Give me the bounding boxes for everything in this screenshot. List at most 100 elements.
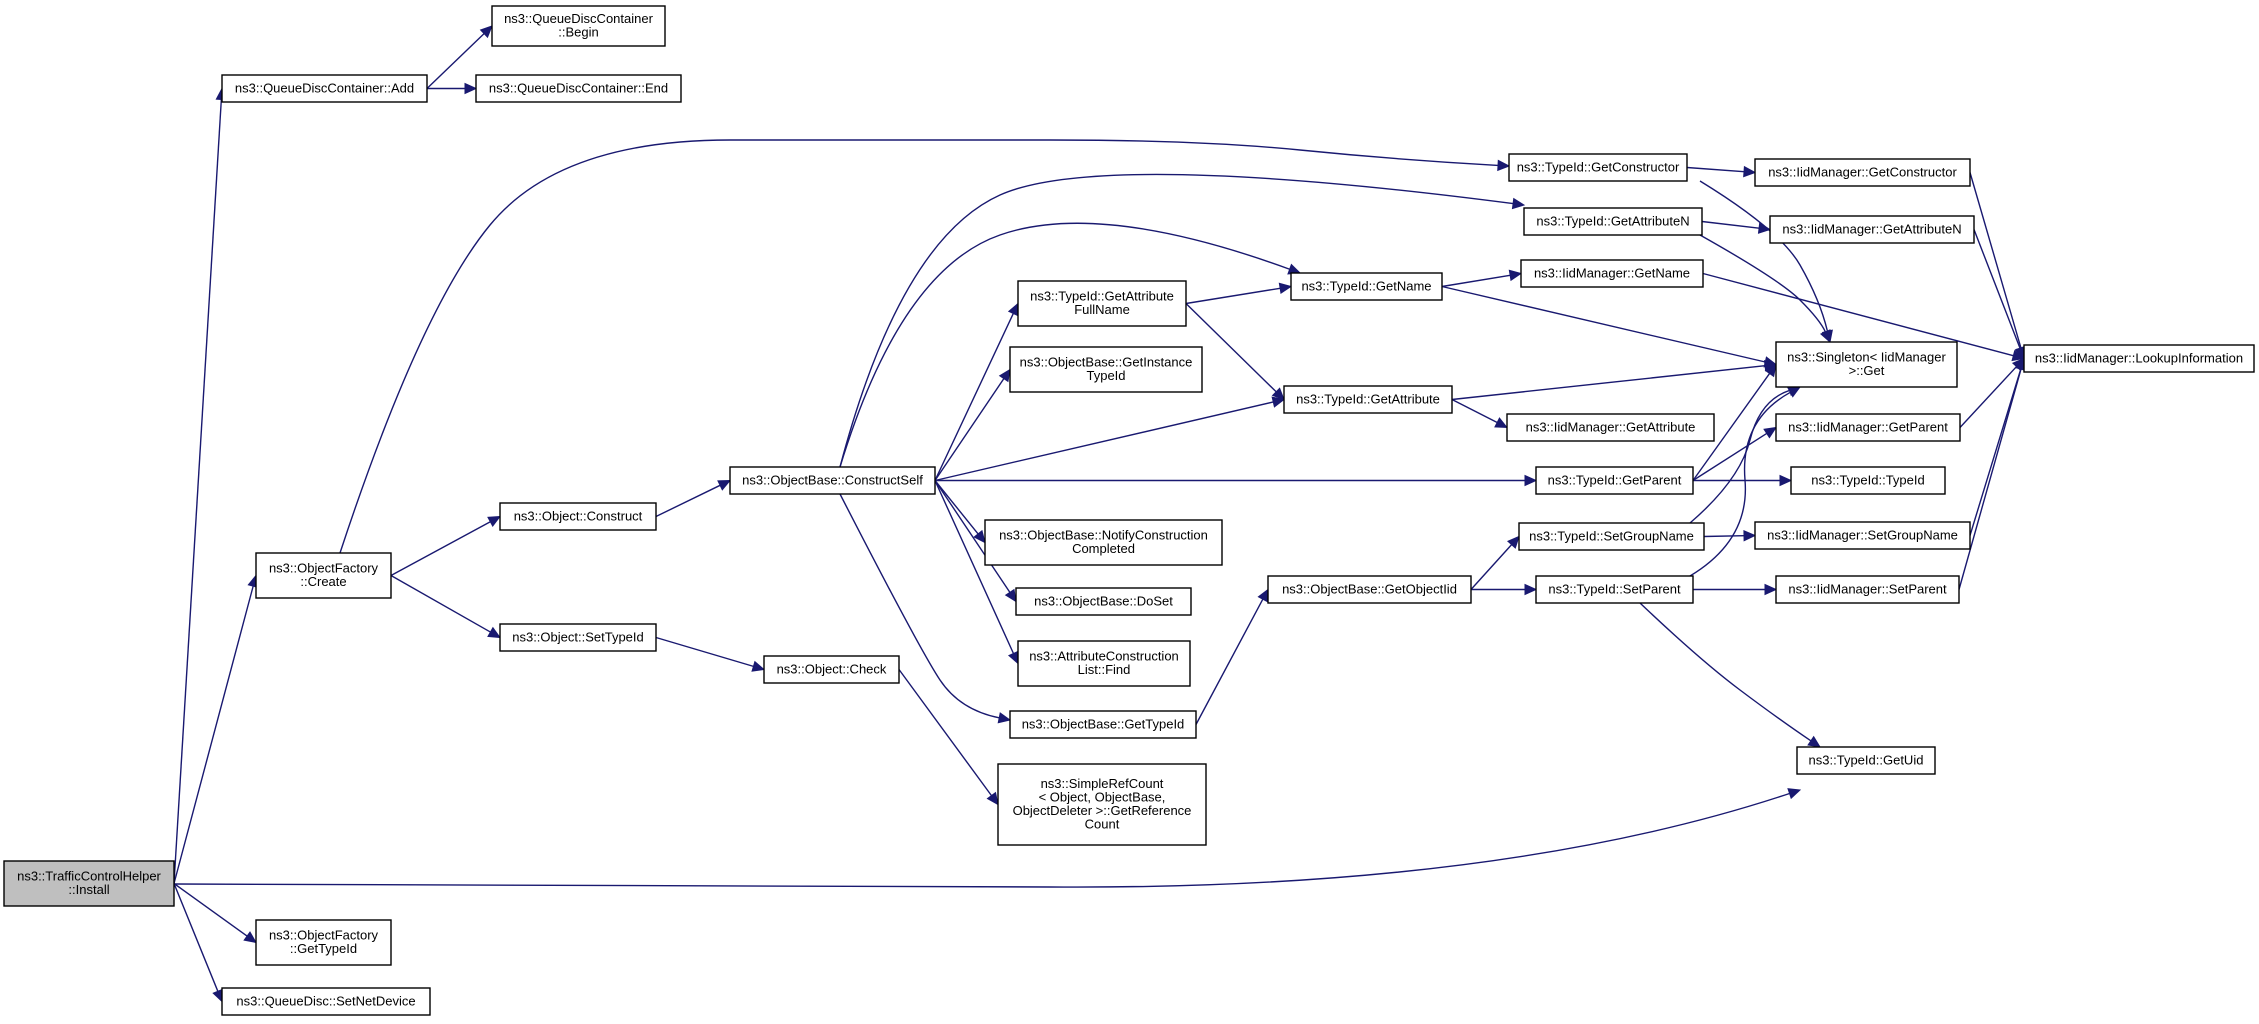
node-iid_getconstructor[interactable]: ns3::IidManager::GetConstructor (1754, 158, 1971, 187)
edge-line (934, 313, 1014, 481)
node-label-line: >::Get (1849, 363, 1885, 378)
node-label-line: ns3::IidManager::LookupInformation (2035, 350, 2243, 365)
node-box (475, 74, 682, 103)
node-src_getrefcount[interactable]: ns3::SimpleRefCount< Object, ObjectBase,… (997, 763, 1207, 846)
node-box (1775, 575, 1960, 604)
node-label-line: ns3::TypeId::GetName (1301, 278, 1431, 293)
node-tid_getuid[interactable]: ns3::TypeId::GetUid (1796, 746, 1936, 775)
edge-arrowhead (1787, 386, 1802, 398)
node-tid_setgroupname[interactable]: ns3::TypeId::SetGroupName (1518, 522, 1705, 551)
edge-ob_constructself-to-tid_getattrfullname (934, 302, 1019, 481)
edge-arrowhead (1271, 396, 1286, 408)
node-box (1015, 587, 1192, 616)
node-of_create[interactable]: ns3::ObjectFactory::Create (255, 552, 392, 599)
node-tid_getattributen[interactable]: ns3::TypeId::GetAttributeN (1523, 207, 1703, 236)
edge-tid_setparent-to-iid_setparent (1693, 583, 1778, 596)
edge-arrowhead (717, 479, 732, 491)
node-tid_getattribute[interactable]: ns3::TypeId::GetAttribute (1283, 385, 1453, 414)
edge-line (1692, 432, 1768, 482)
node-label-line: ns3::IidManager::GetName (1534, 265, 1690, 280)
edge-ob_constructself-to-ob_getinstancetypeid (934, 368, 1011, 481)
node-obj_construct[interactable]: ns3::Object::Construct (499, 502, 657, 531)
node-tid_setparent[interactable]: ns3::TypeId::SetParent (1535, 575, 1694, 604)
edge-ob_constructself-to-tid_getparent (935, 474, 1538, 487)
edge-arrowhead (1743, 529, 1757, 542)
edge-arrowhead (1497, 159, 1511, 172)
node-tid_getname[interactable]: ns3::TypeId::GetName (1290, 272, 1443, 301)
edge-line (1441, 274, 1511, 288)
node-tid_typeid[interactable]: ns3::TypeId::TypeId (1790, 466, 1946, 495)
node-iid_setparent[interactable]: ns3::IidManager::SetParent (1775, 575, 1960, 604)
edge-arrowhead (1763, 426, 1778, 439)
edge-ob_getobjectiid-to-tid_setgroupname (1470, 535, 1520, 590)
node-ob_constructself[interactable]: ns3::ObjectBase::ConstructSelf (729, 466, 936, 495)
node-qdc_end[interactable]: ns3::QueueDiscContainer::End (475, 74, 682, 103)
node-label-line: ns3::QueueDiscContainer::Add (235, 80, 414, 95)
edge-line (934, 378, 1005, 481)
node-tid_getparent[interactable]: ns3::TypeId::GetParent (1535, 466, 1694, 495)
edge-line (839, 222, 1290, 468)
node-iid_setgroupname[interactable]: ns3::IidManager::SetGroupName (1754, 521, 1971, 550)
node-box (1769, 215, 1975, 244)
node-qdc_begin[interactable]: ns3::QueueDiscContainer::Begin (491, 5, 666, 47)
node-label-line: ns3::ObjectBase::GetInstance (1020, 355, 1193, 370)
edge-line (839, 493, 1000, 719)
edge-arrowhead (998, 368, 1011, 383)
node-qdc_add[interactable]: ns3::QueueDiscContainer::Add (221, 74, 428, 103)
node-iid_lookupinformation[interactable]: ns3::IidManager::LookupInformation (2023, 344, 2255, 373)
node-label-line: ns3::ObjectBase::ConstructSelf (742, 472, 923, 487)
node-label-line: ObjectDeleter >::GetReference (1013, 803, 1192, 818)
edge-ob_constructself-to-tid_getname (839, 222, 1302, 468)
node-box (1535, 466, 1694, 495)
node-tch_install[interactable]: ns3::TrafficControlHelper::Install (3, 860, 175, 907)
node-box (1535, 575, 1694, 604)
node-ob_notifyconstruction[interactable]: ns3::ObjectBase::NotifyConstructionCompl… (984, 519, 1223, 566)
node-box (3, 860, 175, 907)
node-box (1518, 522, 1705, 551)
node-iid_getname[interactable]: ns3::IidManager::GetName (1520, 259, 1704, 288)
edge-qdc_add-to-qdc_begin (426, 25, 493, 90)
edge-line (1185, 302, 1277, 393)
node-label-line: ns3::SimpleRefCount (1041, 776, 1164, 791)
node-label-line: FullName (1074, 302, 1130, 317)
edge-line (173, 585, 254, 884)
node-qd_setnetdevice[interactable]: ns3::QueueDisc::SetNetDevice (221, 987, 431, 1016)
node-of_gettypeid[interactable]: ns3::ObjectFactory::GetTypeId (255, 919, 392, 966)
edge-iid_getname-to-iid_lookupinformation (1702, 272, 2026, 362)
edge-ob_constructself-to-tid_getattribute (934, 396, 1286, 482)
edge-line (1689, 389, 1790, 524)
edge-line (655, 636, 754, 668)
edge-arrowhead (1278, 282, 1293, 295)
node-box (763, 655, 900, 684)
node-label-line: ns3::IidManager::GetAttribute (1526, 419, 1696, 434)
node-obj_check[interactable]: ns3::Object::Check (763, 655, 900, 684)
node-label-line: ns3::Object::Check (777, 661, 887, 676)
node-ob_doset[interactable]: ns3::ObjectBase::DoSet (1015, 587, 1192, 616)
node-box (1520, 259, 1704, 288)
node-iid_getattribute[interactable]: ns3::IidManager::GetAttribute (1506, 413, 1715, 442)
edge-tid_getattrfullname-to-tid_getattribute (1185, 302, 1285, 401)
edge-line (173, 882, 248, 937)
edge-line (1195, 598, 1264, 725)
node-label-line: ::Install (68, 882, 109, 897)
edge-arrowhead (487, 515, 502, 528)
edge-arrowhead (751, 660, 766, 672)
edge-arrowhead (1524, 583, 1538, 596)
edge-tid_getattribute-to-singleton_get (1451, 359, 1778, 401)
edge-tid_getname-to-iid_getname (1441, 269, 1523, 288)
node-label-line: ns3::TypeId::GetAttribute (1030, 289, 1174, 304)
node-ob_gettypeid[interactable]: ns3::ObjectBase::GetTypeId (1009, 710, 1197, 739)
edge-line (1958, 368, 2022, 590)
node-obj_settypeid[interactable]: ns3::Object::SetTypeId (499, 623, 657, 652)
node-iid_getparent[interactable]: ns3::IidManager::GetParent (1775, 413, 1961, 442)
edge-arrowhead (487, 626, 502, 639)
node-singleton_get[interactable]: ns3::Singleton< IidManager>::Get (1775, 341, 1958, 388)
node-iid_getattributen[interactable]: ns3::IidManager::GetAttributeN (1769, 215, 1975, 244)
edge-line (173, 883, 219, 992)
node-ob_getobjectiid[interactable]: ns3::ObjectBase::GetObjectIid (1267, 575, 1472, 604)
node-tid_getconstructor[interactable]: ns3::TypeId::GetConstructor (1508, 153, 1688, 182)
node-label-line: ns3::ObjectFactory (269, 928, 379, 943)
